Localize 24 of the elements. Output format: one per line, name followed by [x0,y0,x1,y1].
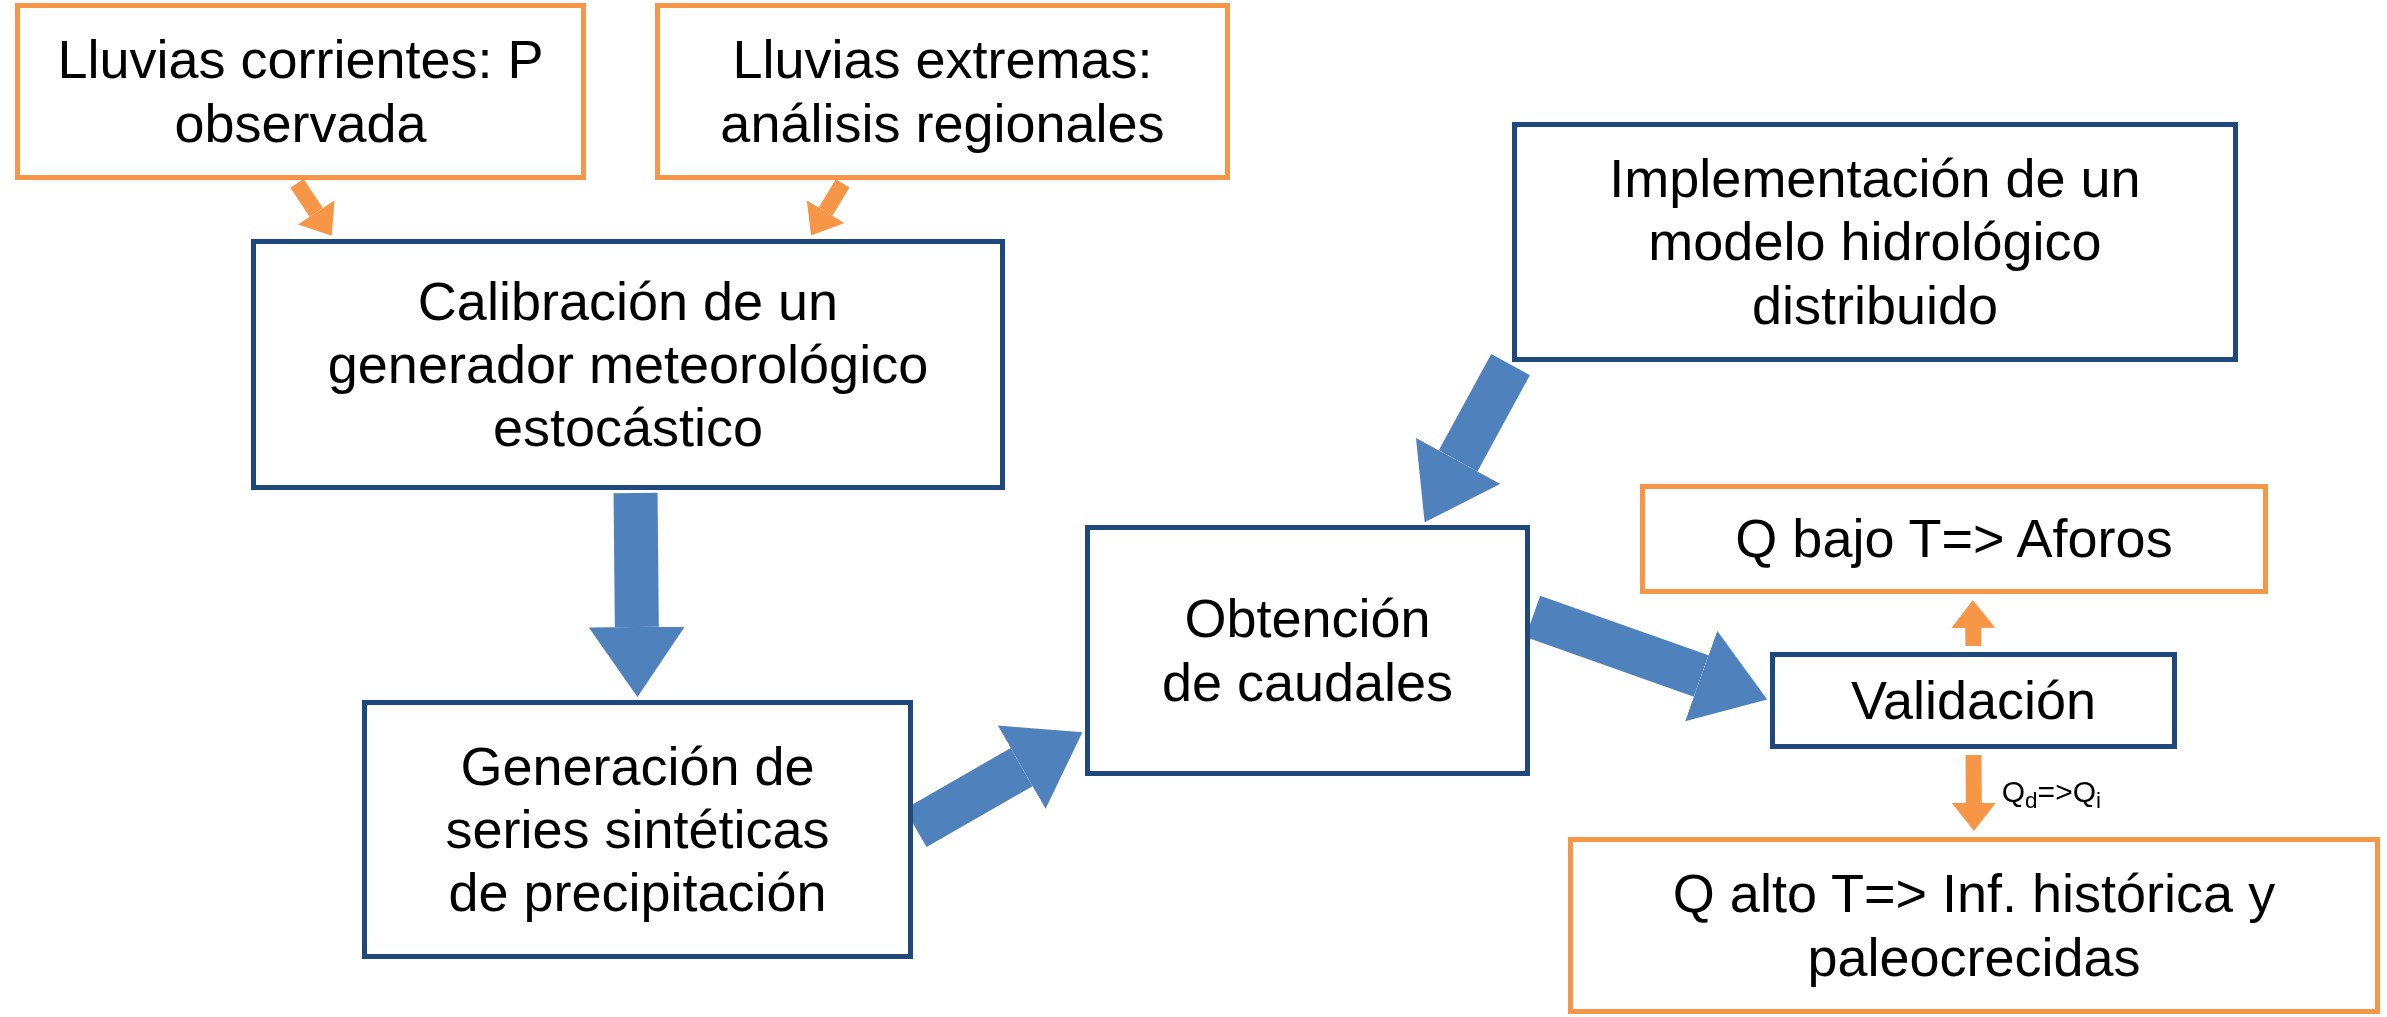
box-text: Obtención de caudales [1160,587,1455,714]
process-box [1568,837,2380,1014]
box-text: Implementación de un modelo hidrológico distribuido [1608,147,2142,337]
process-box [15,3,586,180]
process-box [1640,484,2268,594]
process-box [362,700,913,959]
box-text: Validación [1850,668,2097,732]
arrow [1951,600,1996,647]
box-text: Q alto T=> Inf. histórica y paleocrecidas [1671,862,2277,989]
process-box [251,239,1005,490]
process-box [1085,525,1530,776]
box-text: Lluvias extremas: análisis regionales [719,28,1166,155]
process-box [1770,652,2177,749]
arrow [290,178,335,236]
box-text: Q bajo T=> Aforos [1735,507,2173,571]
arrow [1951,754,1996,831]
process-box [655,3,1230,180]
process-box [1512,122,2238,362]
box-text: Lluvias corrientes: P observada [56,28,545,155]
block-arrow [1415,354,1530,523]
box-text: Generación de series sintéticas de precipitación [444,734,831,925]
arrow [806,179,850,236]
block-arrow [588,492,685,697]
box-text: Calibración de un generador meteorológico estocástico [326,269,930,460]
